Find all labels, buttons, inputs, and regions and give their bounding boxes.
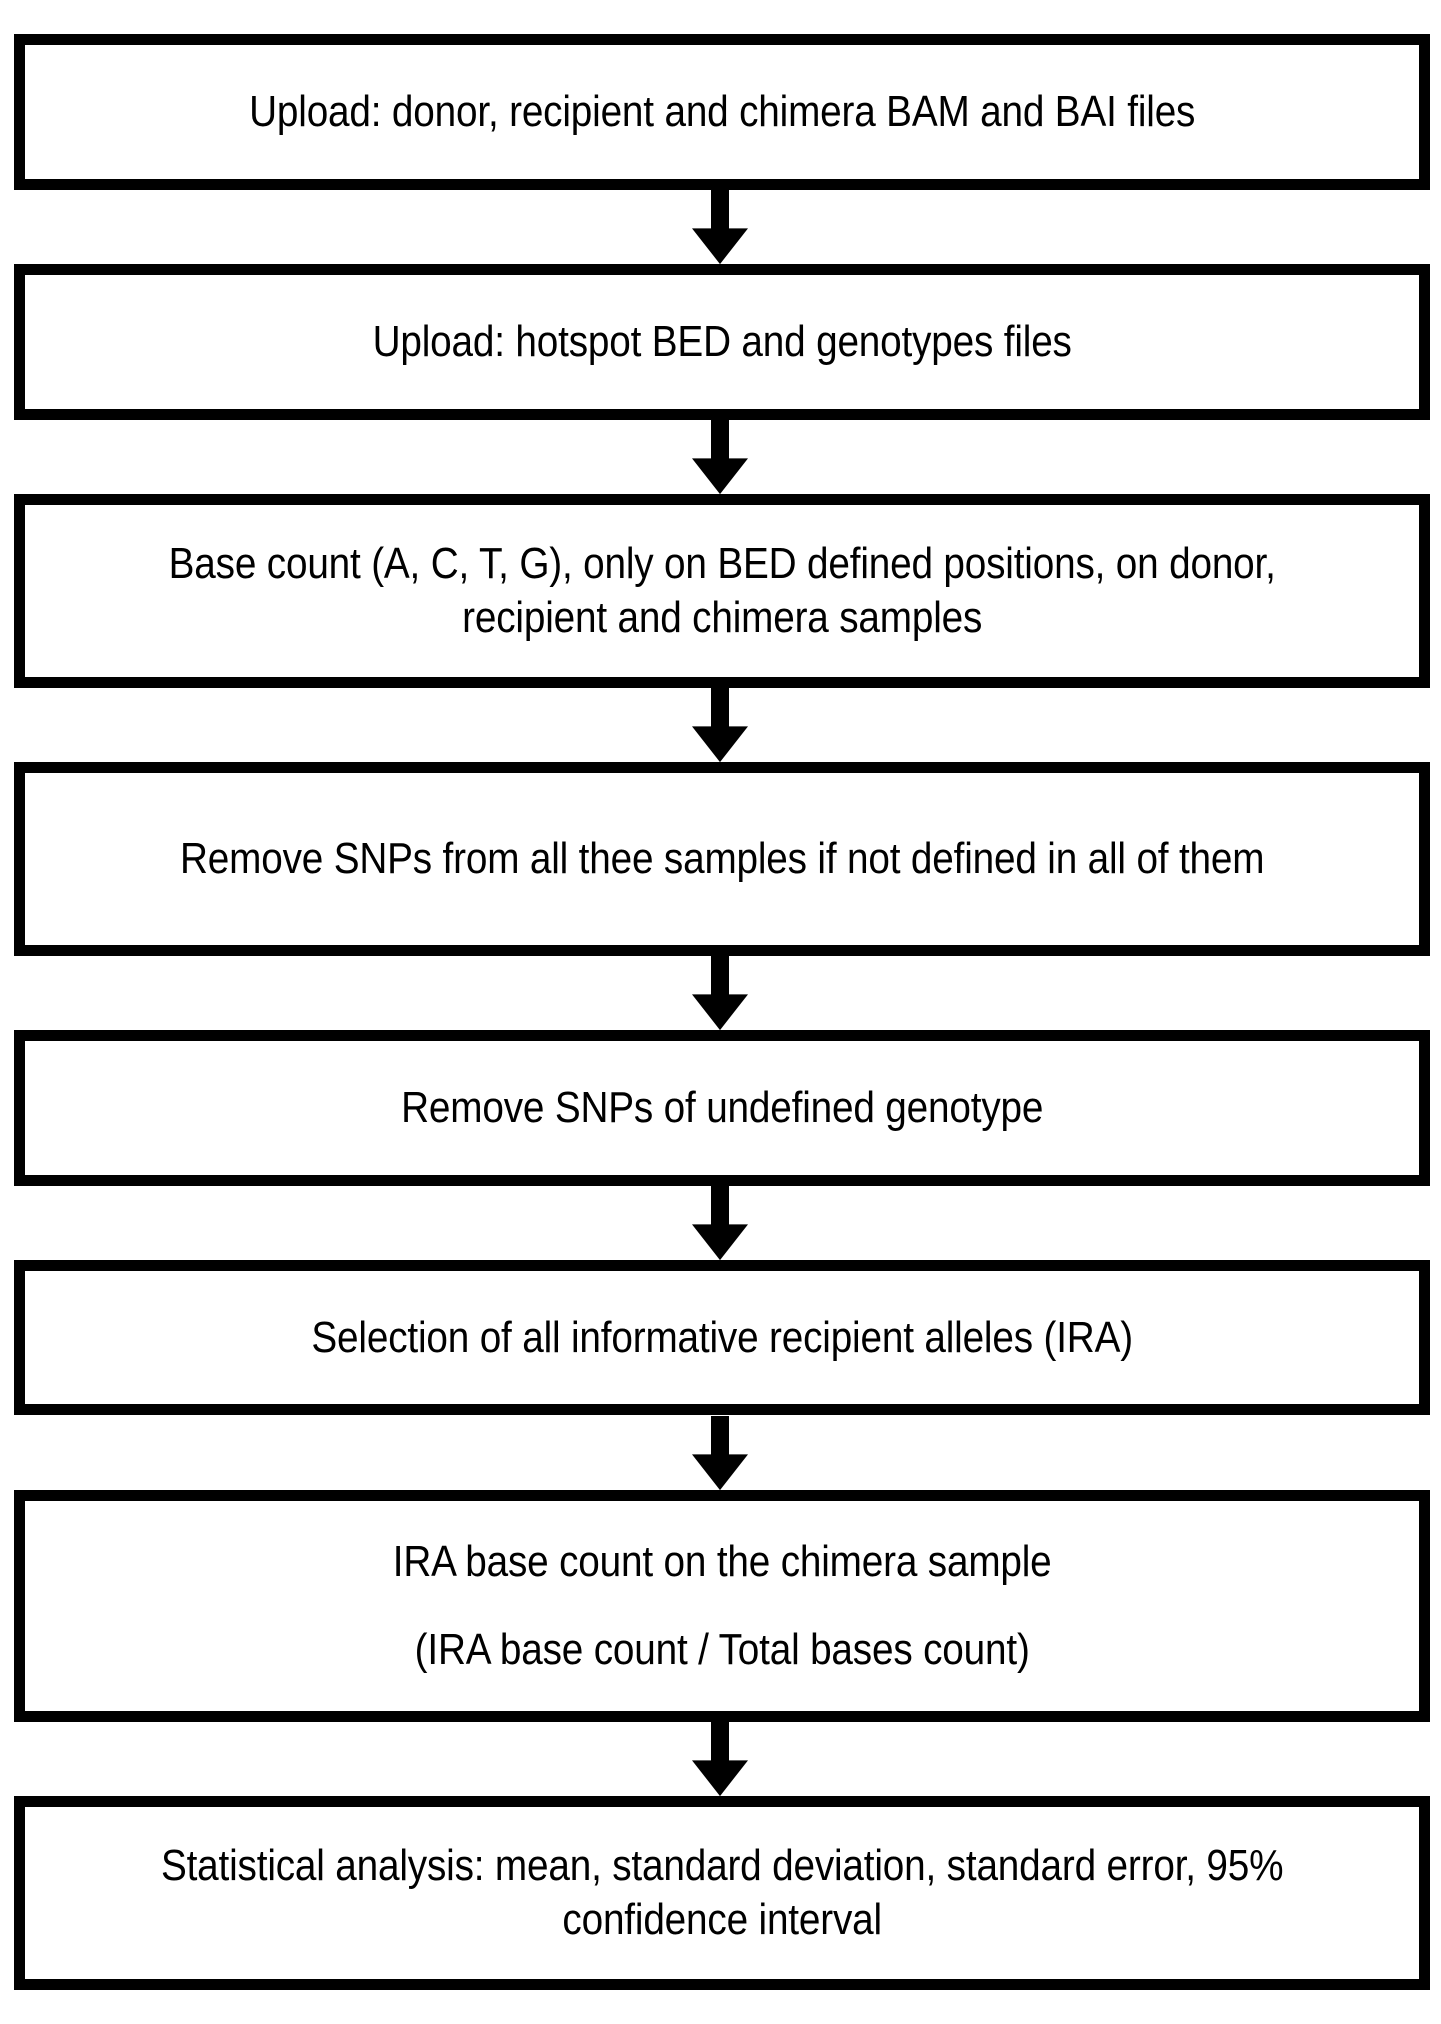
flow-node-upload-bam-bai: Upload: donor, recipient and chimera BAM… [14,34,1430,190]
flow-node-remove-undefined-snps: Remove SNPs from all thee samples if not… [14,761,1430,956]
arrow-6-to-7 [0,1415,1441,1490]
flow-node-base-count: Base count (A, C, T, G), only on BED def… [14,493,1430,688]
flow-node-label: Upload: hotspot BED and genotypes files [372,316,1072,366]
flow-node-select-ira: Selection of all informative recipient a… [14,1259,1430,1416]
arrow-5-to-6 [0,1185,1441,1260]
arrow-7-to-8 [0,1721,1441,1796]
flow-node-upload-bed-genotypes: Upload: hotspot BED and genotypes files [14,263,1430,420]
flow-node-label: Statistical analysis: mean, standard dev… [160,1841,1284,1944]
arrow-1-to-2 [0,189,1441,264]
flow-node-label: Selection of all informative recipient a… [311,1312,1133,1362]
flow-node-label: IRA base count on the chimera sample (IR… [392,1536,1052,1674]
arrow-3-to-4 [0,687,1441,762]
flow-node-label: Base count (A, C, T, G), only on BED def… [168,538,1276,642]
flow-node-label: Remove SNPs of undefined genotype [400,1082,1044,1132]
flow-node-ira-base-count-chimera: IRA base count on the chimera sample (IR… [14,1489,1430,1722]
arrow-2-to-3 [0,419,1441,494]
flow-node-remove-undefined-genotype: Remove SNPs of undefined genotype [14,1029,1430,1186]
flow-node-label: Upload: donor, recipient and chimera BAM… [248,87,1196,137]
flow-node-statistical-analysis: Statistical analysis: mean, standard dev… [14,1795,1430,1990]
flow-node-label: Remove SNPs from all thee samples if not… [179,834,1265,883]
arrow-4-to-5 [0,955,1441,1030]
